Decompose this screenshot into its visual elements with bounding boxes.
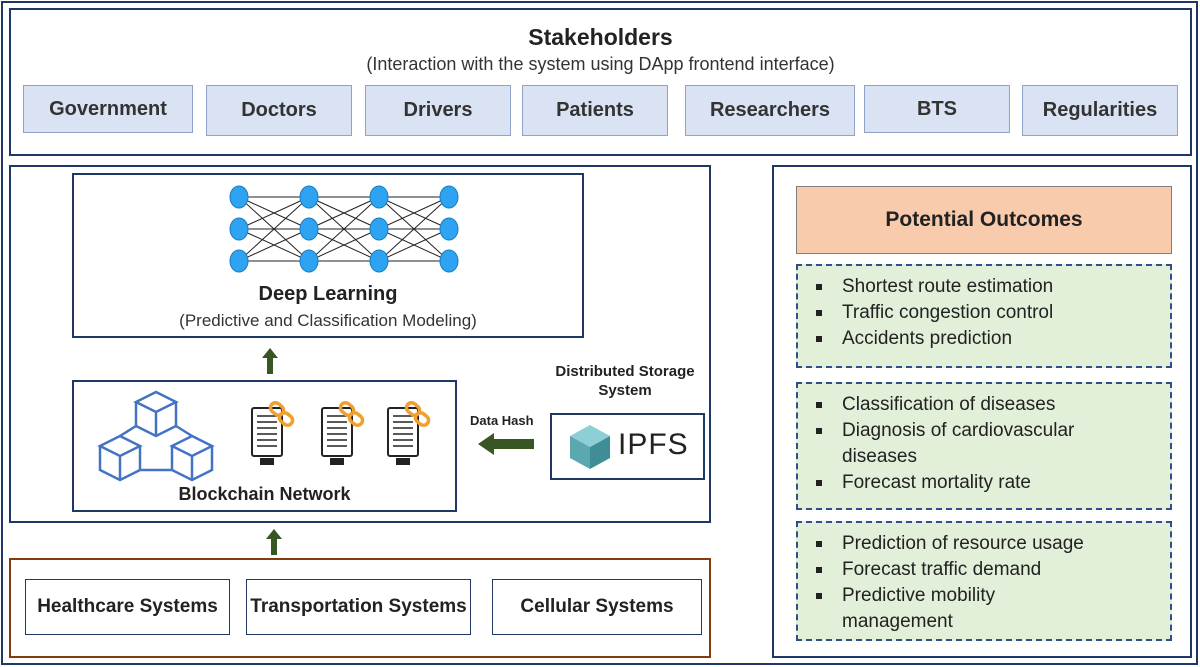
outcome-item: Forecast mortality rate bbox=[812, 470, 1160, 496]
deep-learning-box: Deep Learning (Predictive and Classifica… bbox=[72, 173, 584, 338]
outcome-item: Diagnosis of cardiovascular diseases bbox=[812, 418, 1160, 470]
outcomes-panel bbox=[772, 165, 1192, 658]
arrow-up-icon bbox=[262, 348, 278, 374]
stakeholder-doctors: Doctors bbox=[206, 85, 352, 136]
network-edges bbox=[238, 196, 450, 262]
neuron-node bbox=[369, 217, 389, 241]
neuron-node bbox=[229, 185, 249, 209]
arrow-up-icon bbox=[266, 529, 282, 555]
outcome-item: Shortest route estimation bbox=[812, 274, 1160, 300]
deep-learning-subtitle: (Predictive and Classification Modeling) bbox=[179, 311, 477, 330]
ipfs-box: IPFS bbox=[550, 413, 705, 480]
blocks-row bbox=[244, 400, 444, 470]
blockchain-label: Blockchain Network bbox=[178, 484, 351, 504]
outcome-group-healthcare: Classification of diseases Diagnosis of … bbox=[796, 382, 1172, 510]
block-document-icon bbox=[321, 400, 365, 465]
outcome-item: Forecast traffic demand bbox=[812, 557, 1160, 583]
stakeholders-subtitle: (Interaction with the system using DApp … bbox=[366, 54, 835, 74]
neuron-node bbox=[229, 217, 249, 241]
ipfs-logo-text: IPFS bbox=[618, 428, 689, 461]
stakeholder-government: Government bbox=[23, 85, 193, 133]
stakeholder-bts: BTS bbox=[864, 85, 1010, 133]
system-transportation: Transportation Systems bbox=[246, 579, 471, 635]
deep-learning-title: Deep Learning bbox=[258, 283, 398, 305]
ipfs-cube-icon bbox=[570, 425, 610, 469]
outcome-item: Prediction of resource usage bbox=[812, 531, 1160, 557]
arrow-left-icon bbox=[478, 433, 534, 455]
neuron-node bbox=[229, 249, 249, 273]
outcome-group-transportation: Shortest route estimation Traffic conges… bbox=[796, 264, 1172, 368]
systems-panel bbox=[9, 558, 711, 658]
neuron-node bbox=[439, 217, 459, 241]
neural-network-icon bbox=[229, 185, 459, 273]
outcomes-title: Potential Outcomes bbox=[796, 186, 1172, 254]
outcome-item: Predictive mobility management bbox=[812, 583, 1160, 635]
outcome-item: Traffic congestion control bbox=[812, 300, 1160, 326]
block-document-icon bbox=[387, 400, 431, 465]
outcome-item: Classification of diseases bbox=[812, 392, 1160, 418]
stakeholder-researchers: Researchers bbox=[685, 85, 855, 136]
neuron-node bbox=[299, 217, 319, 241]
outcome-group-cellular: Prediction of resource usage Forecast tr… bbox=[796, 521, 1172, 641]
blockchain-box: Blockchain Network bbox=[72, 380, 457, 512]
storage-title: Distributed Storage System bbox=[555, 363, 695, 399]
neuron-node bbox=[299, 249, 319, 273]
system-cellular: Cellular Systems bbox=[492, 579, 702, 635]
core-panel bbox=[9, 165, 711, 523]
neuron-node bbox=[369, 185, 389, 209]
data-hash-label: Data Hash bbox=[470, 413, 534, 428]
neuron-node bbox=[439, 185, 459, 209]
neuron-node bbox=[439, 249, 459, 273]
stakeholders-panel: Stakeholders (Interaction with the syste… bbox=[9, 8, 1192, 156]
neuron-node bbox=[369, 249, 389, 273]
neuron-node bbox=[299, 185, 319, 209]
stakeholder-regularities: Regularities bbox=[1022, 85, 1178, 136]
blockchain-cubes-icon bbox=[97, 390, 215, 482]
stakeholder-drivers: Drivers bbox=[365, 85, 511, 136]
stakeholders-title: Stakeholders bbox=[528, 24, 673, 50]
block-document-icon bbox=[251, 400, 295, 465]
system-healthcare: Healthcare Systems bbox=[25, 579, 230, 635]
outcome-item: Accidents prediction bbox=[812, 326, 1160, 352]
stakeholder-patients: Patients bbox=[522, 85, 668, 136]
